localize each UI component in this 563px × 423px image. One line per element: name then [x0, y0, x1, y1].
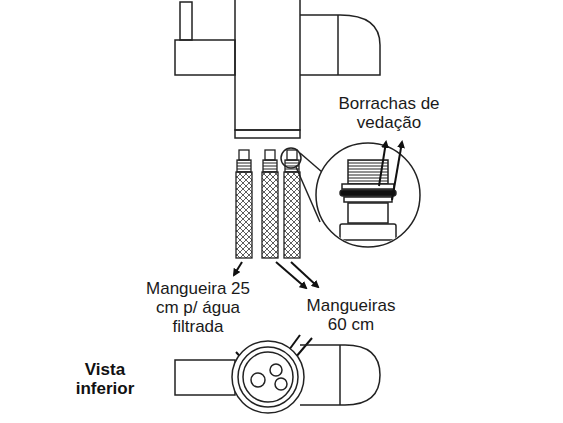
leader-arrow: [392, 142, 402, 200]
leader-arrow: [234, 262, 242, 275]
spout: [300, 15, 380, 75]
faucet-body: [235, 0, 300, 130]
bottom-view: [175, 341, 380, 413]
leader-arrow: [276, 262, 306, 288]
lever: [180, 2, 192, 40]
hose-25cm: [236, 150, 252, 258]
leader-arrow: [379, 142, 386, 186]
hose-label: Mangueiras 60 cm: [296, 296, 406, 334]
leader-arrow: [291, 262, 318, 287]
handle: [175, 40, 235, 75]
base-plate: [235, 130, 300, 138]
detail-magnifier: [281, 143, 420, 247]
hose-label: Mangueira 25 cm p/ água filtrada: [144, 279, 252, 336]
seal-label: Borrachas de vedação: [333, 94, 445, 132]
fitting-detail: [340, 160, 396, 240]
view-label: Vista inferior: [60, 360, 150, 398]
hose-60cm: [262, 150, 278, 258]
